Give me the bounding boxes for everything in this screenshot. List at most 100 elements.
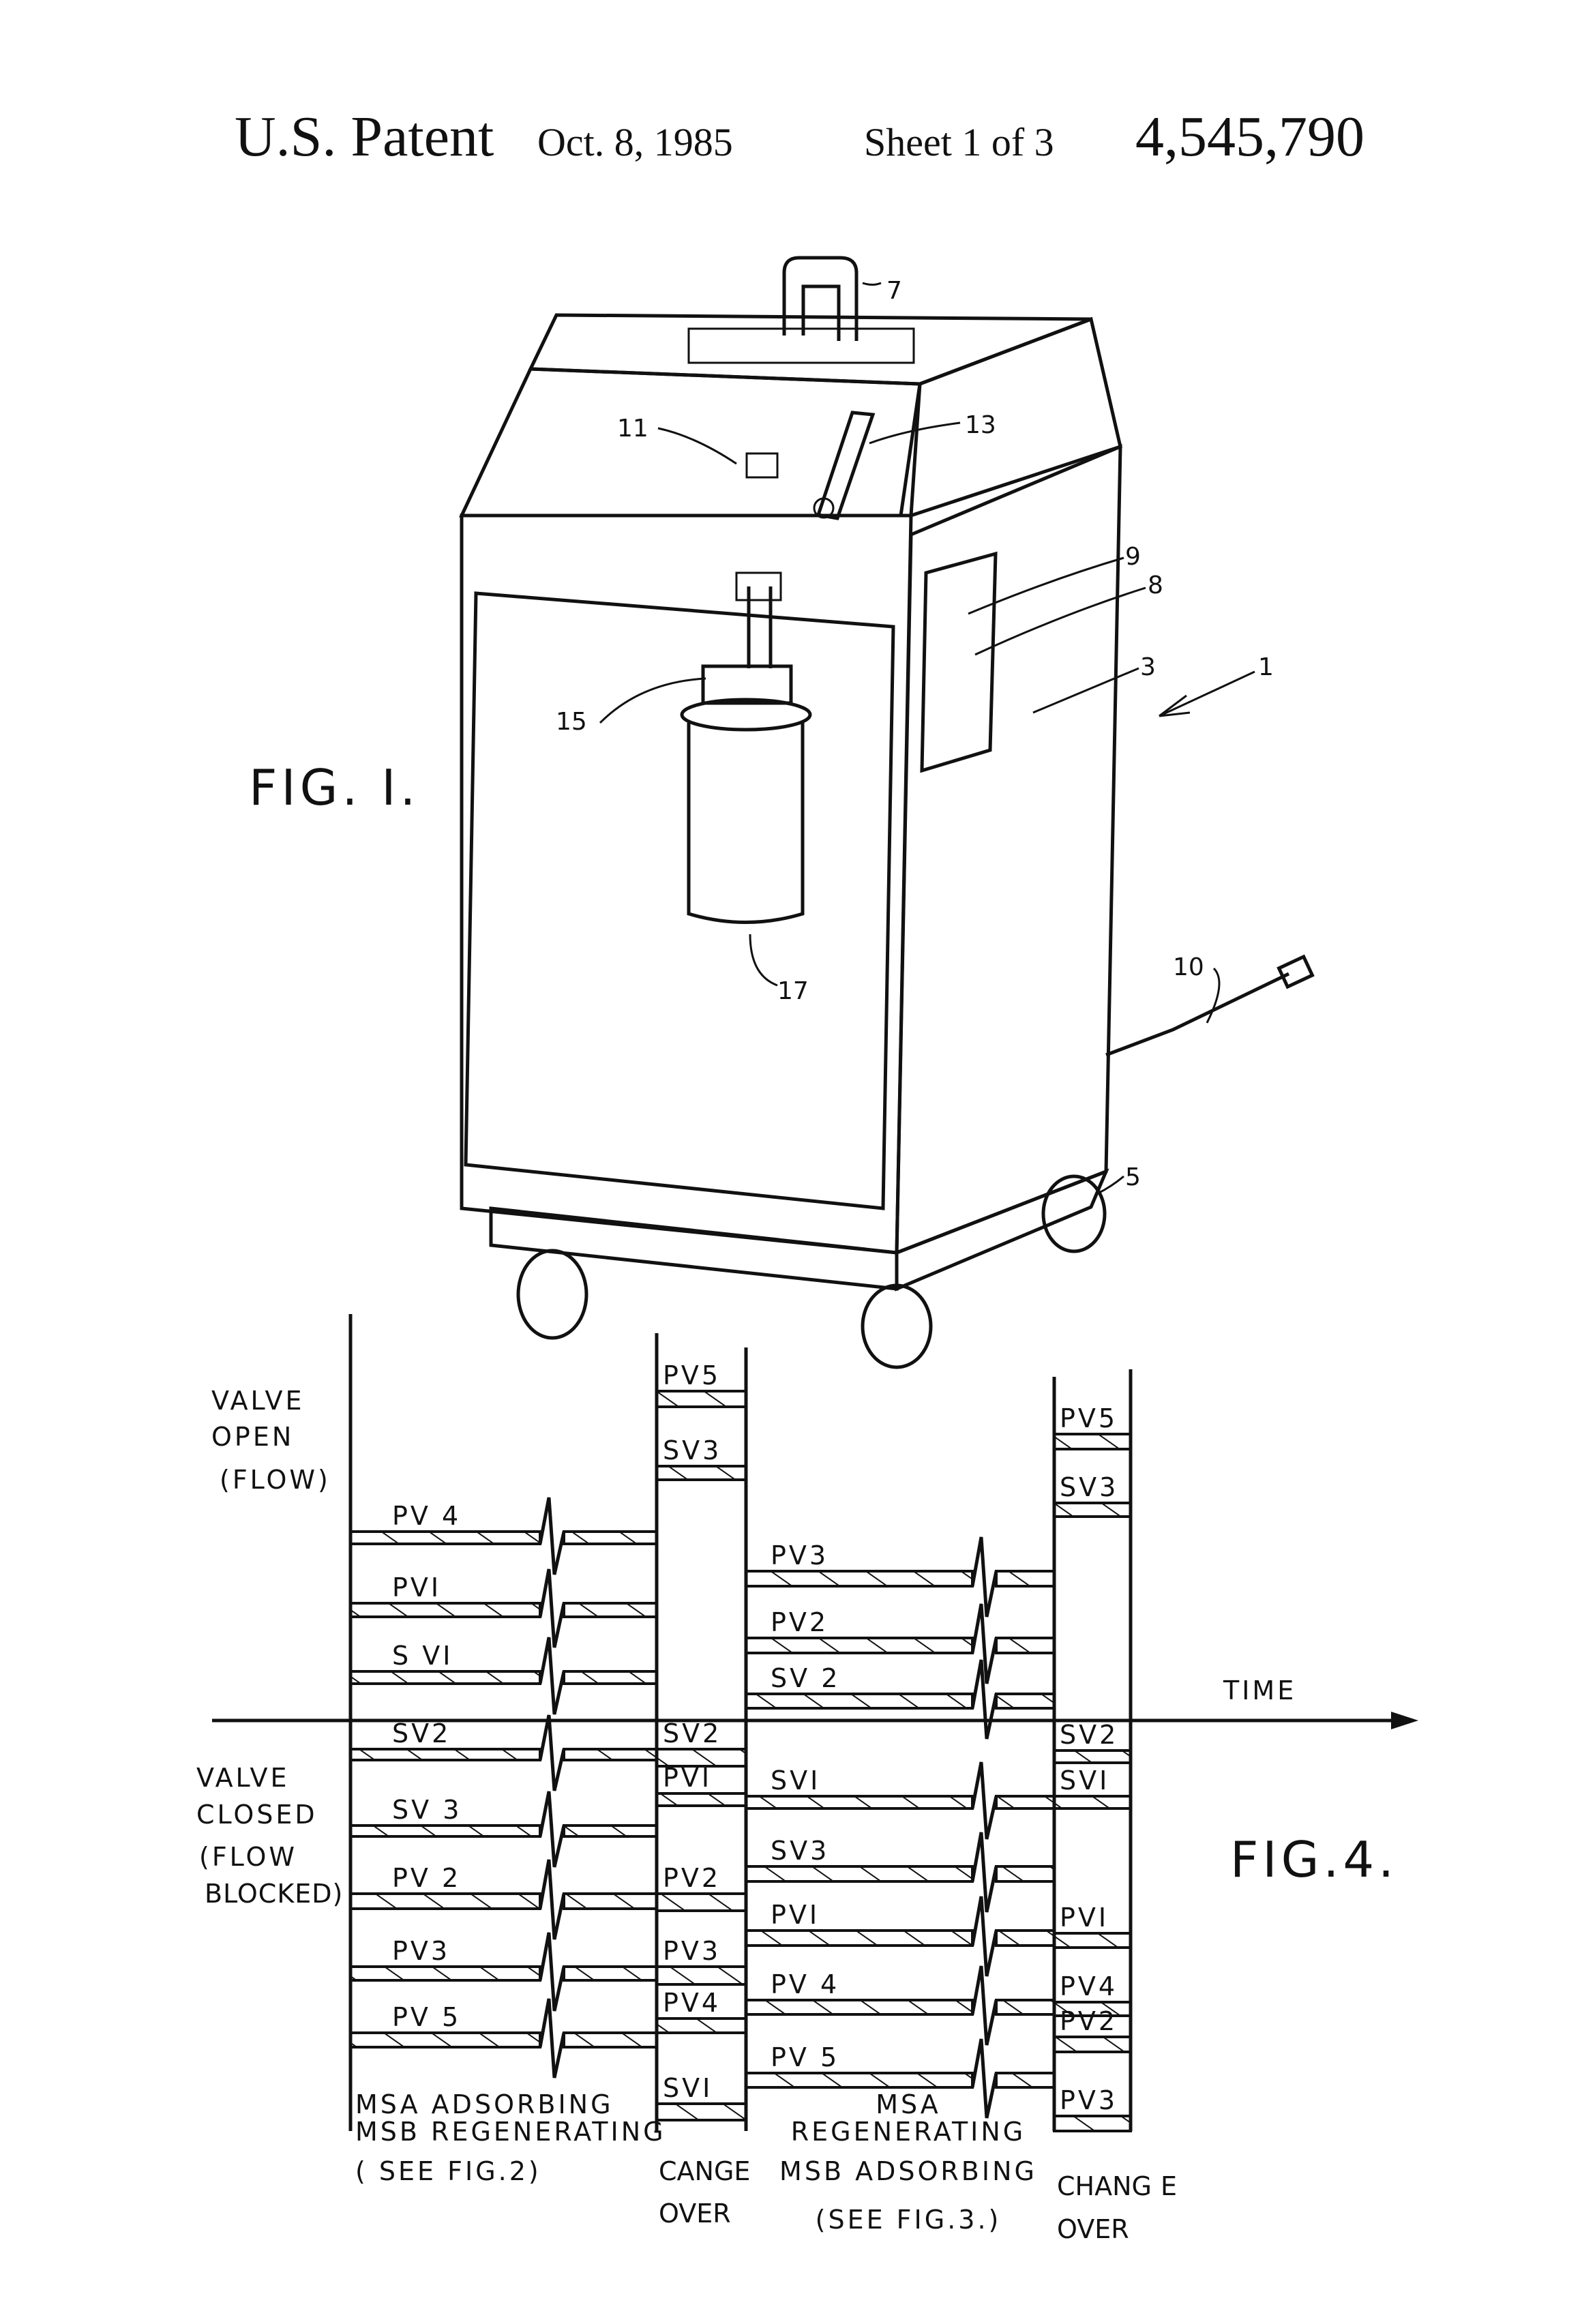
valve-state-bar — [1054, 1751, 1131, 1763]
valve-state-bar — [746, 1694, 972, 1708]
valve-state-bar — [350, 2033, 540, 2047]
time-break-mark — [972, 1966, 996, 2045]
valve-label: SV3 — [771, 1836, 829, 1866]
valve-label: PV4 — [1060, 1971, 1118, 2001]
numeral-7: 7 — [886, 277, 902, 305]
valve-label: SV 2 — [771, 1663, 840, 1693]
numeral-11: 11 — [617, 415, 648, 443]
valve-label: PV 5 — [771, 2042, 839, 2072]
phase-caption: OVER — [1057, 2214, 1129, 2244]
valve-state-bar — [996, 1571, 1054, 1586]
control-panel — [462, 369, 920, 516]
valve-state-bar — [996, 2073, 1054, 2087]
phase-caption: REGENERATING — [791, 2117, 1026, 2147]
closed-label-2: CLOSED — [196, 1800, 318, 1830]
flowmeter-13 — [818, 413, 873, 518]
display-11 — [747, 453, 777, 477]
time-break-mark — [972, 2039, 996, 2118]
closed-label-4: BLOCKED) — [205, 1879, 343, 1909]
plug — [1279, 957, 1313, 987]
time-break-mark — [972, 1604, 996, 1684]
valve-state-bar — [996, 1694, 1054, 1708]
leader-lines — [600, 283, 1255, 1193]
valve-label: SV 3 — [392, 1795, 462, 1825]
time-break-mark — [540, 1498, 564, 1575]
valve-label: PV3 — [1060, 2085, 1118, 2115]
valve-label: PV 4 — [392, 1501, 461, 1531]
numeral-8: 8 — [1148, 571, 1163, 599]
header-title: U.S. Patent — [235, 105, 494, 168]
cabinet-upper-side — [911, 319, 1120, 516]
time-break-mark — [540, 1569, 564, 1648]
valve-state-bar — [657, 2104, 746, 2120]
canister-17 — [682, 573, 810, 923]
valve-state-bar — [350, 1826, 540, 1836]
valve-state-bar — [564, 1532, 657, 1544]
phase-caption: (SEE FIG.3.) — [816, 2205, 1002, 2235]
valve-label: S VI — [392, 1641, 453, 1671]
phase-caption: CANGE — [659, 2156, 750, 2186]
numeral-1: 1 — [1258, 653, 1274, 681]
header-patent-number: 4,545,790 — [1135, 105, 1364, 168]
header-sheet: Sheet 1 of 3 — [864, 120, 1054, 164]
valve-state-bar — [657, 1391, 746, 1407]
time-break-mark — [972, 1537, 996, 1617]
valve-state-bar — [996, 1931, 1054, 1946]
phase-caption: MSA — [876, 2089, 941, 2119]
time-break-mark — [540, 1715, 564, 1791]
valve-state-bar — [746, 1638, 972, 1653]
valve-label: PV5 — [1060, 1403, 1118, 1433]
valve-label: PVI — [771, 1900, 820, 1930]
time-break-mark — [540, 1860, 564, 1939]
valve-state-bar — [746, 1866, 972, 1881]
numeral-17: 17 — [777, 977, 809, 1005]
valve-state-bar — [1054, 1503, 1131, 1517]
base-side — [897, 1172, 1106, 1289]
base-front — [491, 1208, 897, 1289]
phase-caption: OVER — [659, 2199, 731, 2229]
phase-caption: MSB REGENERATING — [355, 2117, 666, 2147]
valve-state-bar — [657, 1793, 746, 1806]
top-opening — [689, 329, 914, 363]
valve-state-bar — [564, 1671, 657, 1684]
valve-state-bar — [564, 1603, 657, 1617]
power-cord-10 — [1106, 974, 1289, 1055]
numeral-5: 5 — [1125, 1163, 1141, 1191]
valve-state-bar — [746, 1931, 972, 1946]
valve-label: SV3 — [1060, 1472, 1118, 1502]
time-break-mark — [540, 1933, 564, 2011]
valve-label: PV4 — [663, 1988, 721, 2018]
valve-label: PV3 — [663, 1936, 721, 1966]
phase-caption: MSA ADSORBING — [355, 2089, 614, 2119]
valve-state-bar — [1054, 1796, 1131, 1808]
valve-state-bar — [996, 1866, 1054, 1881]
valve-state-bar — [996, 1638, 1054, 1653]
valve-label: SV2 — [663, 1718, 721, 1748]
valve-label: PVI — [663, 1763, 712, 1793]
valve-state-bar — [564, 1894, 657, 1909]
numeral-13: 13 — [965, 411, 996, 439]
valve-state-bar — [350, 1749, 540, 1760]
valve-state-bar — [350, 1967, 540, 1980]
valve-state-bar — [1054, 2116, 1131, 2131]
fig1-drawing: FIG. I. — [249, 258, 1312, 1367]
phase-caption-overflow: E — [1161, 2171, 1177, 2201]
time-break-mark — [972, 1896, 996, 1976]
valve-label: PV 4 — [771, 1969, 839, 1999]
valve-state-bar — [350, 1532, 540, 1544]
valve-label: PV 5 — [392, 2002, 461, 2032]
valve-state-bar — [350, 1603, 540, 1617]
time-arrow-icon — [1391, 1712, 1418, 1729]
valve-state-bar — [746, 2073, 972, 2087]
phase-caption: ( SEE FIG.2) — [355, 2156, 541, 2186]
cabinet-side — [897, 447, 1120, 1253]
phase-caption: CHANG — [1057, 2171, 1152, 2201]
valve-state-bar — [657, 1967, 746, 1984]
numeral-9: 9 — [1125, 543, 1141, 571]
valve-state-bar — [657, 2018, 746, 2033]
open-label-2: OPEN — [211, 1422, 294, 1452]
header-date: Oct. 8, 1985 — [537, 120, 733, 164]
closed-label-3: (FLOW — [199, 1842, 297, 1872]
valve-label: PV3 — [771, 1540, 829, 1570]
fig4-label: FIG.4. — [1230, 1831, 1398, 1888]
